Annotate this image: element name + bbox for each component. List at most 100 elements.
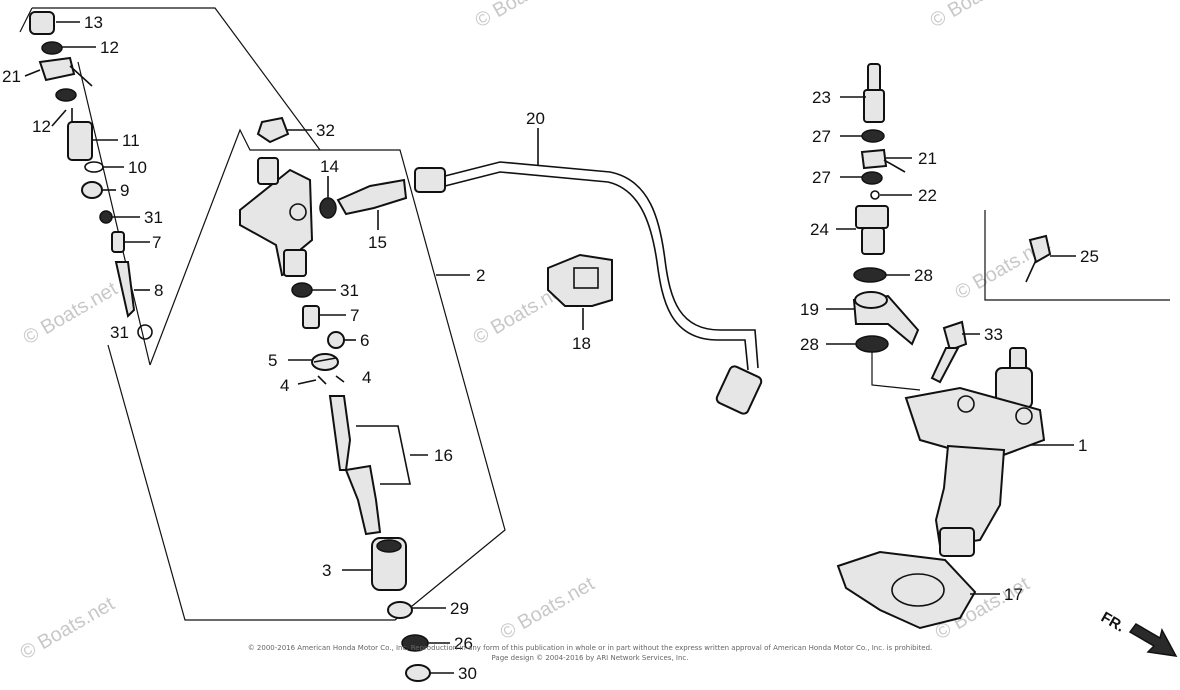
callout-4: 4: [362, 368, 371, 387]
union-bolt-part: [855, 205, 889, 229]
bleeder-screw-part: [867, 63, 881, 93]
spring-part: [302, 305, 320, 329]
watermark: © Boats.net: [472, 0, 574, 32]
callout-27: 27: [812, 127, 831, 146]
ball-part: [870, 190, 880, 200]
callout-20: 20: [526, 109, 545, 128]
callout-3: 3: [322, 561, 331, 580]
spring-part: [111, 231, 125, 253]
callout-1: 1: [1078, 436, 1087, 455]
callout-9: 9: [120, 181, 129, 200]
holder-nut-part: [67, 121, 93, 161]
callout-4: 4: [280, 376, 289, 395]
washer-part: [861, 129, 885, 143]
fuel-injection-pipe-part: [444, 161, 759, 369]
pump-flange-part: [904, 386, 1046, 462]
callout-18: 18: [572, 334, 591, 353]
callout-22: 22: [918, 186, 937, 205]
group-outlines: [19, 7, 1170, 621]
injection-pump: [904, 347, 1046, 557]
callout-5: 5: [268, 351, 277, 370]
fitting-part: [38, 56, 76, 82]
arrow-icon: [1128, 623, 1178, 657]
bolt-part: [942, 320, 968, 352]
spacer-part: [311, 353, 339, 371]
callout-7: 7: [350, 306, 359, 325]
needle-part: [114, 261, 136, 318]
spacer-part: [81, 181, 103, 199]
pipe-clamp-part: [547, 253, 613, 307]
callout-21: 21: [2, 67, 21, 86]
callout-7: 7: [152, 233, 161, 252]
nozzle-part: [344, 464, 382, 536]
washer-part: [405, 664, 431, 682]
copyright-line-2: Page design © 2004-2016 by ARI Network S…: [492, 654, 689, 662]
callout-19: 19: [800, 300, 819, 319]
right-column-parts: [852, 63, 1052, 384]
callout-32: 32: [316, 121, 335, 140]
washer-part: [55, 88, 77, 102]
callout-29: 29: [450, 599, 469, 618]
callout-labels: 13 12 21 12 11 10 9 31 7 8 31 32 14 15 2…: [2, 13, 1099, 683]
callout-12: 12: [100, 38, 119, 57]
gasket-part: [836, 550, 977, 630]
watermark: © Boats.net: [20, 278, 122, 350]
callout-14: 14: [320, 157, 339, 176]
callout-17: 17: [1004, 585, 1023, 604]
seal-part: [291, 282, 313, 298]
washer-part: [861, 171, 883, 185]
callout-31: 31: [110, 323, 129, 342]
front-direction-indicator: FR.: [1098, 609, 1178, 657]
left-column-parts: [29, 11, 153, 340]
seal-part: [99, 210, 113, 224]
callout-33: 33: [984, 325, 1003, 344]
washer-part: [387, 601, 413, 619]
return-bolt-part: [336, 178, 408, 216]
washer-part: [319, 197, 337, 219]
fitting-part: [860, 148, 888, 170]
copyright-line-1: © 2000-2016 American Honda Motor Co., In…: [248, 644, 933, 652]
callout-24: 24: [810, 220, 829, 239]
cap-nut-part: [29, 11, 55, 35]
callout-23: 23: [812, 88, 831, 107]
callout-28: 28: [914, 266, 933, 285]
pipe-nut-part: [414, 167, 446, 193]
watermark: © Boats.net: [927, 0, 1029, 32]
o-ring-part: [84, 161, 104, 173]
washer-part: [855, 335, 889, 353]
callout-13: 13: [84, 13, 103, 32]
copyright-notice: © 2000-2016 American Honda Motor Co., In…: [248, 644, 933, 662]
callout-15: 15: [368, 233, 387, 252]
callout-10: 10: [128, 158, 147, 177]
callout-2: 2: [476, 266, 485, 285]
pump-top-part: [1009, 347, 1027, 371]
callout-21: 21: [918, 149, 937, 168]
pin-part: [317, 375, 327, 385]
seal-part: [137, 324, 153, 340]
callout-28: 28: [800, 335, 819, 354]
watermark: © Boats.net: [497, 573, 599, 645]
pin-part: [335, 375, 345, 383]
callout-26: 26: [454, 634, 473, 653]
callout-25: 25: [1080, 247, 1099, 266]
callout-11: 11: [122, 131, 140, 150]
callout-27: 27: [812, 168, 831, 187]
nozzle-needle-part: [328, 395, 352, 471]
callout-31: 31: [340, 281, 359, 300]
spring-seat-part: [327, 331, 345, 349]
pipe-nut-part: [715, 365, 763, 415]
watermark: © Boats.net: [17, 593, 119, 665]
callout-31: 31: [144, 208, 163, 227]
nut-part: [256, 116, 290, 144]
injection-pipe: [414, 161, 763, 415]
callout-8: 8: [154, 281, 163, 300]
callout-6: 6: [360, 331, 369, 350]
callout-16: 16: [434, 446, 453, 465]
washer-part: [853, 267, 887, 283]
callout-12: 12: [32, 117, 51, 136]
callout-30: 30: [458, 664, 477, 683]
injector-assembly: [239, 116, 431, 682]
bolt-part: [1028, 234, 1052, 264]
leader-lines: [24, 21, 1076, 674]
